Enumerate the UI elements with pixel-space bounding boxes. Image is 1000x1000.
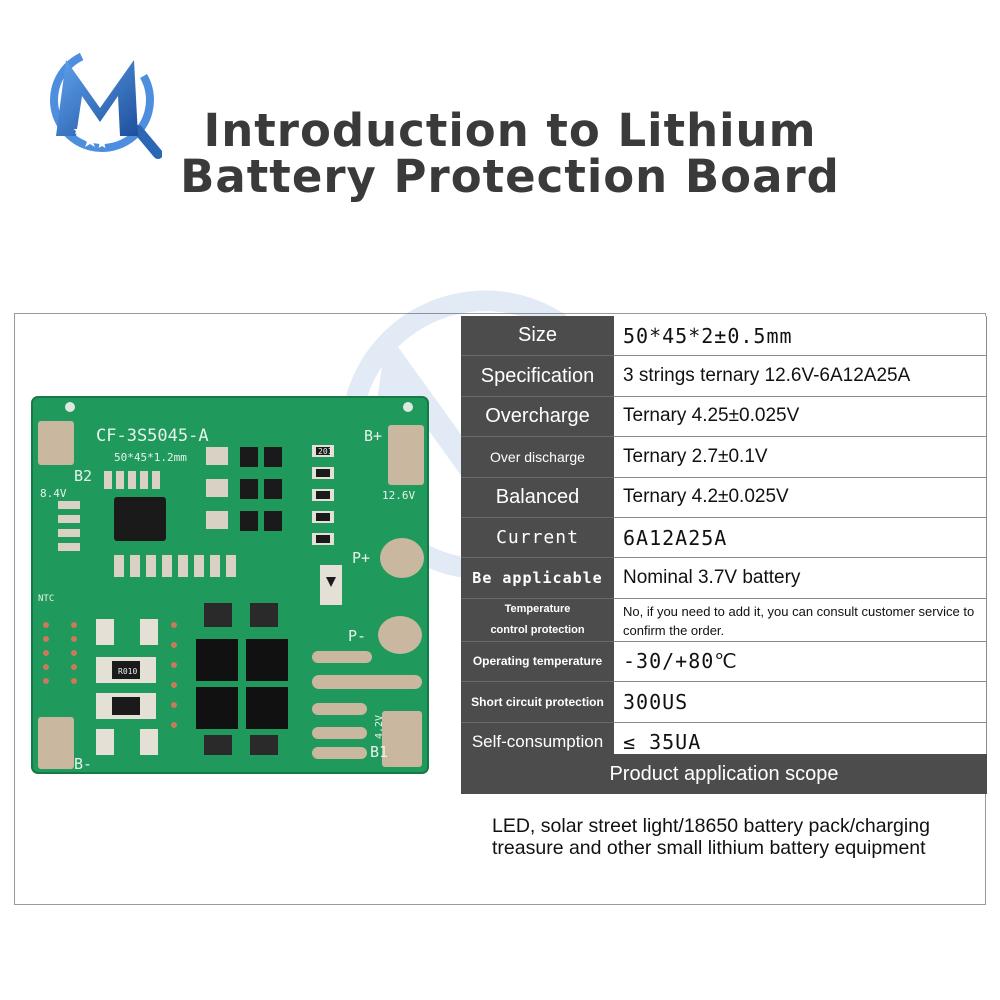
pad-b-minus-label: B-	[74, 755, 92, 773]
spec-label: Operating temperature	[461, 641, 614, 683]
spec-row-applicable: Be applicable Nominal 3.7V battery	[461, 557, 987, 599]
title-line-2: Battery Protection Board	[180, 150, 840, 203]
spec-value: -30/+80℃	[614, 641, 987, 683]
spec-row-specification: Specification 3 strings ternary 12.6V-6A…	[461, 355, 987, 397]
spec-value: Ternary 2.7±0.1V	[614, 436, 987, 478]
voltage-4-2-label: 4.2V	[374, 715, 385, 739]
spec-label: Size	[461, 316, 614, 357]
pad-p-plus-label: P+	[352, 549, 370, 567]
star-icon	[73, 126, 108, 148]
spec-row-overcharge: Overcharge Ternary 4.25±0.025V	[461, 396, 987, 438]
spec-row-current: Current 6A12A25A	[461, 517, 987, 559]
spec-value: 300US	[614, 681, 987, 723]
protection-board-image: CF-3S5045-A 50*45*1.2mm B+ B2 8.4V 12.6V…	[31, 396, 429, 774]
spec-label: Balanced	[461, 477, 614, 518]
spec-label: Short circuit protection	[461, 681, 614, 723]
spec-value: Nominal 3.7V battery	[614, 557, 987, 599]
spec-value: 50*45*2±0.5mm	[614, 316, 987, 357]
spec-row-over-discharge: Over discharge Ternary 2.7±0.1V	[461, 436, 987, 478]
spec-label: Over discharge	[461, 436, 614, 478]
pad-b2-label: B2	[74, 467, 92, 485]
ntc-label: NTC	[38, 594, 54, 604]
spec-row-size: Size 50*45*2±0.5mm	[461, 316, 987, 357]
voltage-12-6-label: 12.6V	[382, 489, 415, 502]
spec-label: Overcharge	[461, 396, 614, 438]
spec-value: 6A12A25A	[614, 517, 987, 559]
spec-value: Ternary 4.25±0.025V	[614, 396, 987, 438]
scope-heading: Product application scope	[461, 754, 987, 794]
pad-b-plus-label: B+	[364, 427, 382, 445]
pad-p-minus-label: P-	[348, 627, 366, 645]
spec-value: Ternary 4.2±0.025V	[614, 477, 987, 518]
board-dimensions-label: 50*45*1.2mm	[114, 451, 187, 464]
spec-label: Be applicable	[461, 557, 614, 599]
spec-row-short-circuit: Short circuit protection 300US	[461, 681, 987, 723]
brand-logo	[50, 48, 162, 159]
smd-code-label: 201	[318, 447, 333, 456]
board-model-label: CF-3S5045-A	[96, 426, 209, 446]
spec-label-line: control protection	[490, 623, 585, 636]
spec-value: No, if you need to add it, you can consu…	[614, 598, 987, 642]
resistor-code-label: R010	[118, 667, 137, 676]
voltage-8-4-label: 8.4V	[40, 487, 67, 500]
spec-label: Current	[461, 517, 614, 559]
page-title: Introduction to Lithium Battery Protecti…	[150, 108, 870, 200]
title-line-1: Introduction to Lithium	[203, 104, 817, 157]
spec-row-balanced: Balanced Ternary 4.2±0.025V	[461, 477, 987, 518]
spec-row-operating-temperature: Operating temperature -30/+80℃	[461, 641, 987, 683]
spec-label: Specification	[461, 355, 614, 397]
spec-label: Temperature control protection	[461, 598, 614, 642]
spec-label-line: Temperature	[504, 602, 571, 615]
scope-text: LED, solar street light/18650 battery pa…	[492, 815, 930, 859]
spec-value: 3 strings ternary 12.6V-6A12A25A	[614, 355, 987, 397]
spec-row-temperature-control: Temperature control protection No, if yo…	[461, 598, 987, 642]
spec-table: Size 50*45*2±0.5mm Specification 3 strin…	[461, 316, 987, 763]
pad-b1-label: B1	[370, 743, 388, 761]
